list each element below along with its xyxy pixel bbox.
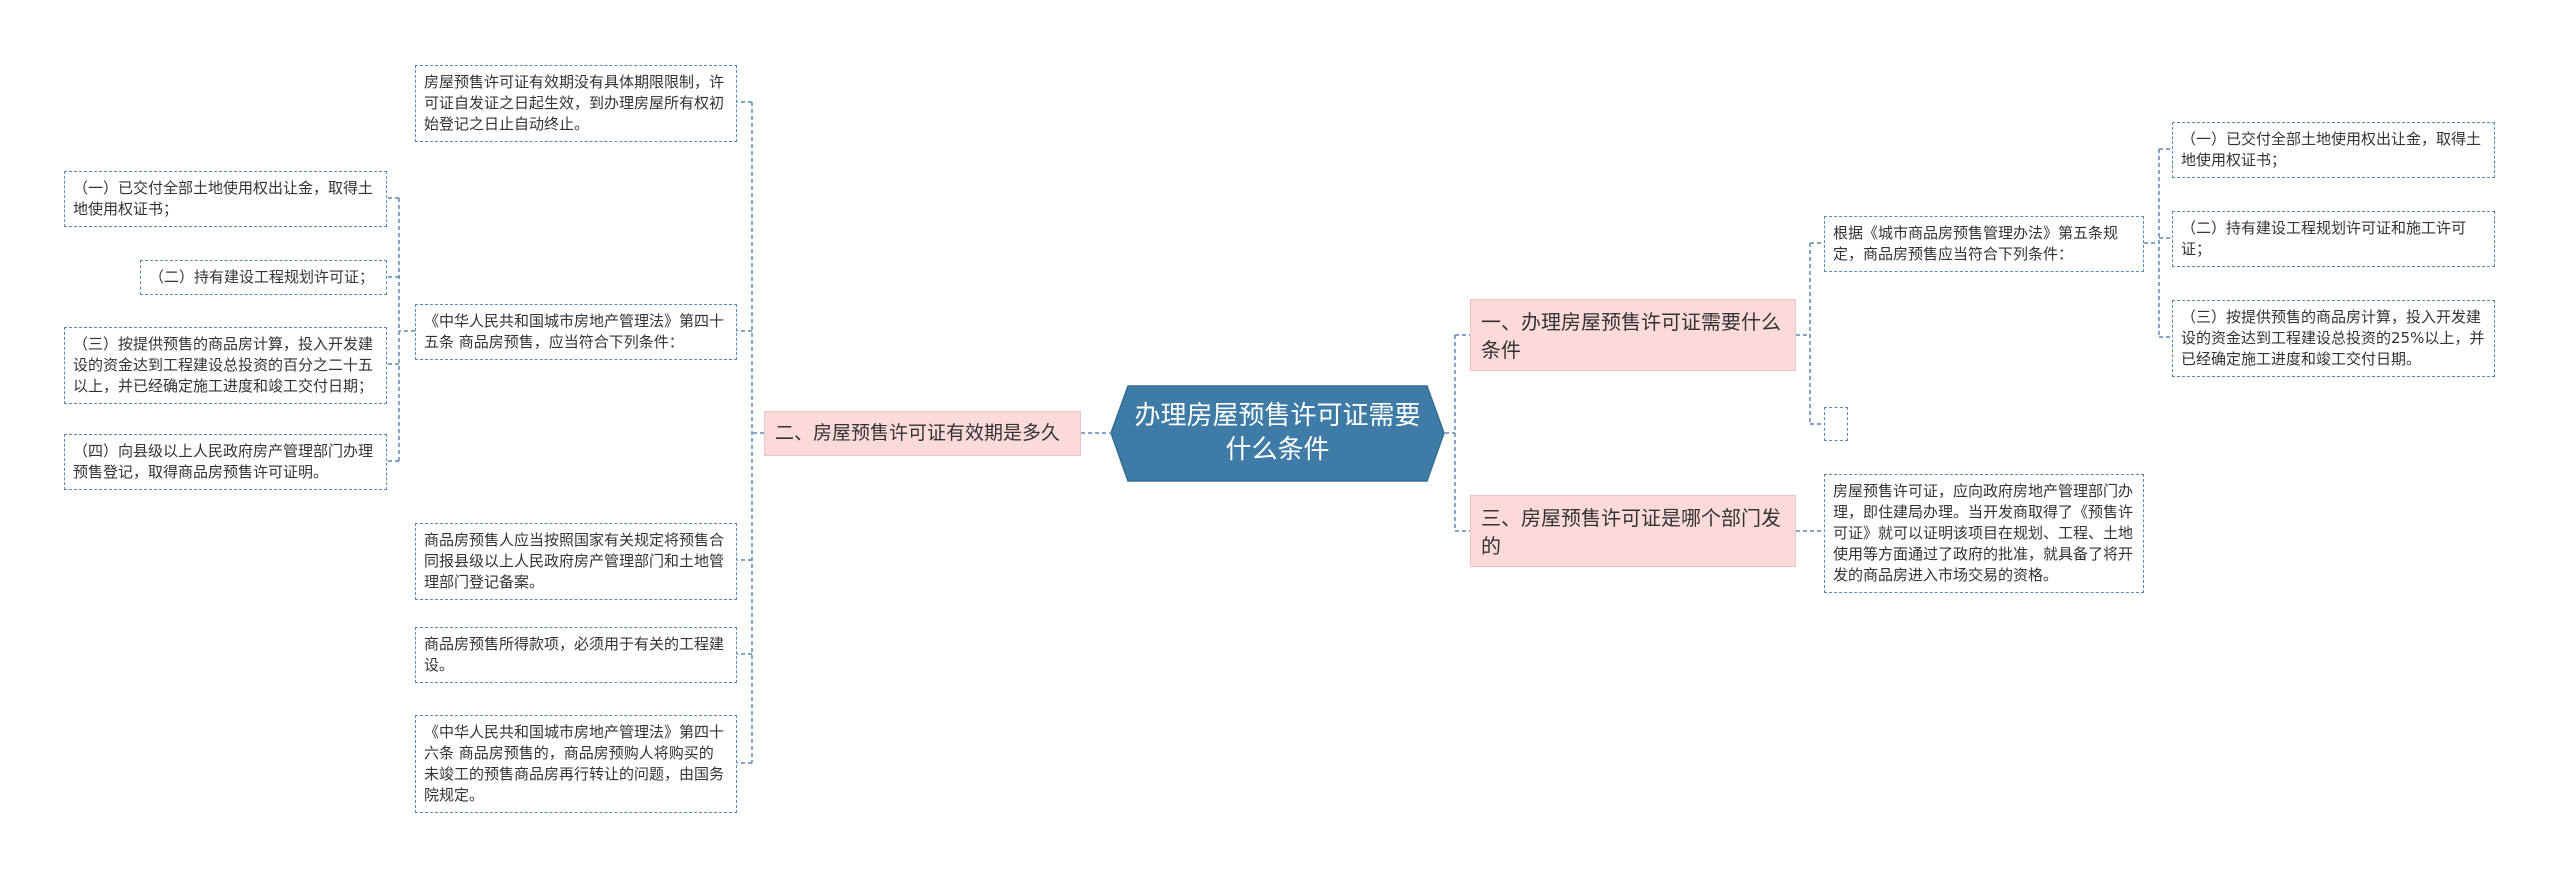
root-node-label: 办理房屋预售许可证需要什么条件 <box>1134 401 1421 465</box>
leaf-contract-registration: 商品房预售人应当按照国家有关规定将预售合同报县级以上人民政府房产管理部门和土地管… <box>415 523 737 600</box>
leaf-condition-3: （三）按提供预售的商品房计算，投入开发建设的资金达到工程建设总投资的百分之二十五… <box>64 327 387 404</box>
leaf-empty-node <box>1824 407 1848 441</box>
leaf-proceeds-usage: 商品房预售所得款项，必须用于有关的工程建设。 <box>415 627 737 683</box>
root-node: 办理房屋预售许可证需要什么条件 <box>1110 385 1445 482</box>
leaf-regulation-condition-3: （三）按提供预售的商品房计算，投入开发建设的资金达到工程建设总投资的25%以上，… <box>2172 300 2495 377</box>
leaf-issuing-department-note: 房屋预售许可证，应向政府房地产管理部门办理，即住建局办理。当开发商取得了《预售许… <box>1824 474 2144 593</box>
leaf-condition-1: （一）已交付全部土地使用权出让金，取得土地使用权证书； <box>64 171 387 227</box>
branch-issuing-department: 三、房屋预售许可证是哪个部门发的 <box>1470 495 1796 567</box>
leaf-article-46: 《中华人民共和国城市房地产管理法》第四十六条 商品房预售的，商品房预购人将购买的… <box>415 715 737 813</box>
leaf-condition-4: （四）向县级以上人民政府房产管理部门办理预售登记，取得商品房预售许可证明。 <box>64 434 387 490</box>
leaf-regulation-condition-2: （二）持有建设工程规划许可证和施工许可证； <box>2172 211 2495 267</box>
leaf-article-45: 《中华人民共和国城市房地产管理法》第四十五条 商品房预售，应当符合下列条件： <box>415 304 737 360</box>
branch-required-conditions: 一、办理房屋预售许可证需要什么条件 <box>1470 299 1796 371</box>
leaf-regulation-condition-1: （一）已交付全部土地使用权出让金，取得土地使用权证书； <box>2172 122 2495 178</box>
leaf-condition-2: （二）持有建设工程规划许可证； <box>140 260 387 295</box>
leaf-regulation-article-5: 根据《城市商品房预售管理办法》第五条规定，商品房预售应当符合下列条件： <box>1824 216 2144 272</box>
root-node-shape <box>1110 385 1445 482</box>
branch-validity-period: 二、房屋预售许可证有效期是多久 <box>764 411 1081 456</box>
leaf-validity-note: 房屋预售许可证有效期没有具体期限限制，许可证自发证之日起生效，到办理房屋所有权初… <box>415 65 737 142</box>
